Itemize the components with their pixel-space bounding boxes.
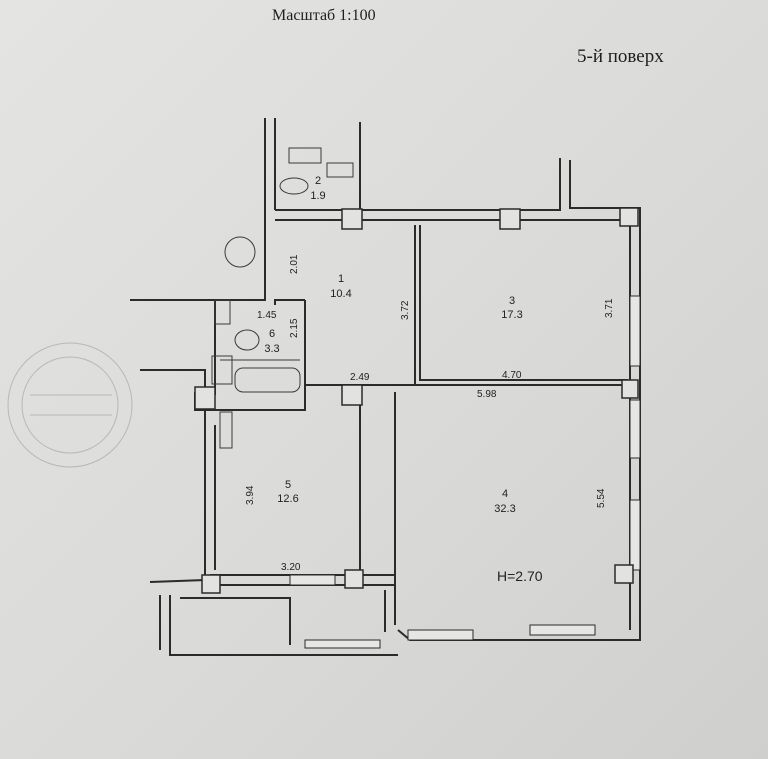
room-4-number: 4 (502, 488, 508, 500)
interior-walls (194, 219, 628, 625)
dim-2-15: 2.15 (289, 318, 300, 338)
room-1-area: 10.4 (330, 288, 351, 300)
column-circle-icon (224, 236, 256, 268)
windows (289, 295, 641, 649)
structural-columns (194, 207, 639, 594)
stamp-mark (7, 342, 133, 468)
toilet-icon (279, 177, 309, 195)
room-5-number: 5 (285, 479, 291, 491)
dim-3-20: 3.20 (281, 562, 301, 573)
stove-icon (288, 147, 322, 164)
room-labels: 2 1.9 1 10.4 3 17.3 6 3.3 5 12.6 4 32.3 (264, 175, 522, 515)
room-1-number: 1 (338, 273, 344, 285)
dim-1-45: 1.45 (257, 310, 277, 321)
dim-5-54: 5.54 (596, 488, 607, 508)
room-4-area: 32.3 (494, 503, 515, 515)
room-3-number: 3 (509, 295, 515, 307)
washer-icon (214, 299, 231, 325)
dim-2-49: 2.49 (350, 372, 370, 383)
boiler-icon (211, 355, 233, 385)
bathtub-icon (234, 367, 301, 393)
dim-3-94: 3.94 (245, 485, 256, 505)
room-3-area: 17.3 (501, 309, 522, 321)
room-6-area: 3.3 (264, 343, 279, 355)
floor-label: 5-й поверх (577, 46, 664, 67)
ceiling-height: H=2.70 (497, 568, 543, 584)
dim-4-70: 4.70 (502, 370, 522, 381)
room-5-area: 12.6 (277, 493, 298, 505)
dim-2-01: 2.01 (289, 254, 300, 274)
scale-label: Масштаб 1:100 (272, 7, 376, 24)
dimension-labels: 2.01 1.45 2.15 3.72 3.71 2.49 4.70 5.98 … (245, 254, 615, 584)
sink-icon (326, 162, 354, 178)
dim-5-98: 5.98 (477, 389, 497, 400)
fixtures (211, 147, 354, 449)
room-2-area: 1.9 (310, 190, 325, 202)
dim-3-71: 3.71 (604, 298, 615, 318)
room-2-number: 2 (315, 175, 321, 187)
room-6-number: 6 (269, 328, 275, 340)
basin-icon (234, 329, 260, 351)
radiator-icon (219, 411, 233, 449)
dim-3-72: 3.72 (400, 300, 411, 320)
